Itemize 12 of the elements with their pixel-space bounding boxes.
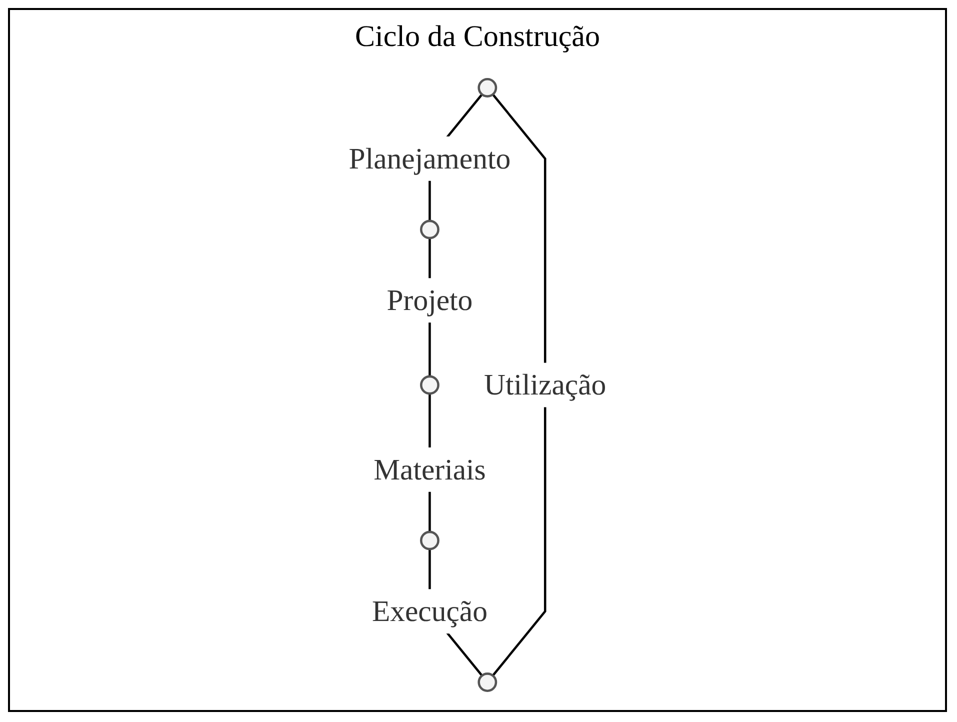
node-circle [478,78,498,98]
edge-label: Materiais [374,453,486,486]
node-circle [420,375,440,395]
connector [492,94,546,676]
node-circle [420,530,440,550]
center-title: Ciclo da Construção [355,20,600,54]
edge-label: Execução [372,594,488,628]
edge-label: Utilização [484,368,606,402]
node-circle [420,220,440,240]
node-circle [478,672,498,692]
edge-label: Projeto [386,284,473,317]
edge-label: Planejamento [348,142,511,176]
